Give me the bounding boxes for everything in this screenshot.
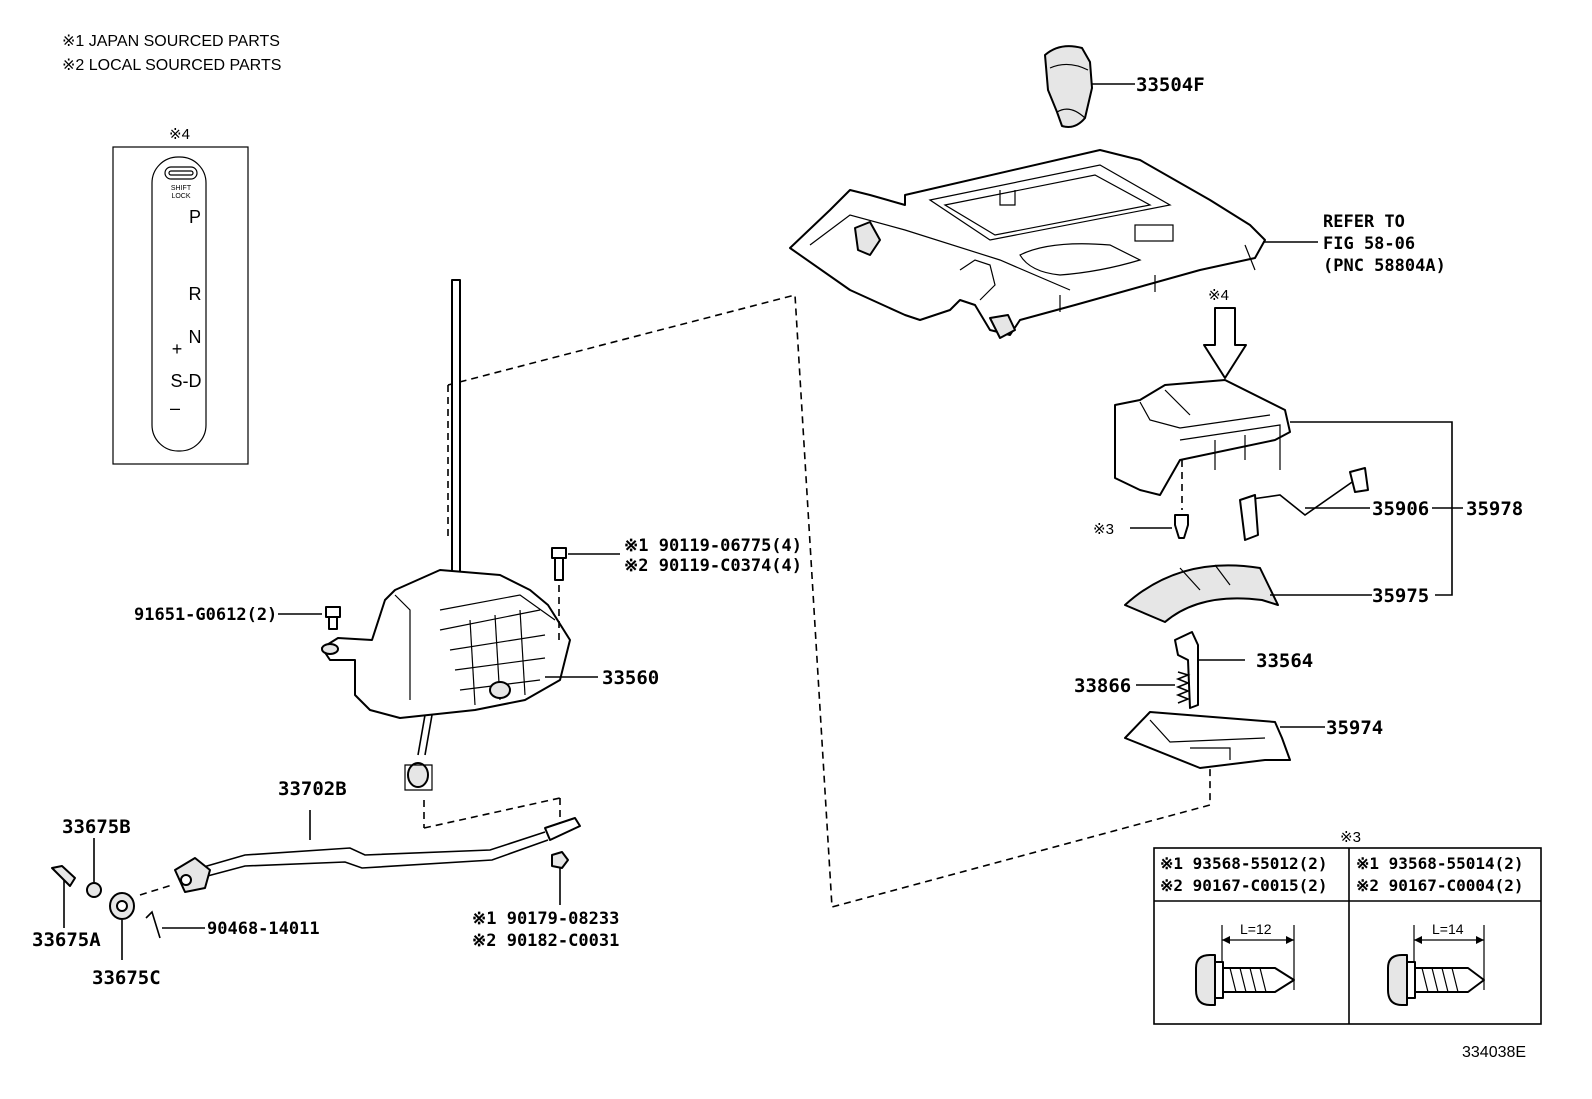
curved-plate: [1124, 564, 1372, 623]
screw-col2-ref1: ※1 93568-55014(2): [1356, 854, 1524, 873]
screw-length-l14: L=14: [1432, 921, 1464, 937]
figure-id: 334038E: [1462, 1044, 1526, 1061]
lever-part: [1174, 631, 1245, 709]
shift-cable: [139, 797, 581, 896]
callout-35978: 35978: [1466, 498, 1523, 520]
callout-35974: 35974: [1326, 717, 1383, 739]
callout-35906: 35906: [1372, 498, 1429, 520]
bolt-left: [278, 606, 341, 630]
callout-33702b: 33702B: [278, 778, 347, 800]
shift-lock-label-2: LOCK: [171, 193, 190, 200]
screw-ref-mark: ※3: [1093, 521, 1114, 538]
base-part: [1124, 711, 1325, 769]
gear-sd: S-D: [171, 371, 202, 391]
refer-line-3: (PNC 58804A): [1323, 256, 1446, 276]
clip-33675a: [51, 865, 76, 928]
gear-p: P: [189, 207, 201, 227]
refer-line-2: FIG 58-06: [1323, 234, 1415, 254]
gear-n: N: [189, 327, 202, 347]
clip-33675b: [86, 838, 102, 898]
plus-symbol: +: [172, 339, 183, 359]
minus-symbol: –: [170, 398, 180, 418]
callout-33560: 33560: [602, 667, 659, 689]
screw-table: ※3 ※1 93568-55012(2) ※2 90167-C0015(2) ※…: [1153, 829, 1542, 1025]
screw-part: [1130, 514, 1189, 539]
callout-33504f: 33504F: [1136, 74, 1205, 96]
console-panel: [789, 149, 1266, 339]
nut-ref-2: ※2 90182-C0031: [472, 931, 619, 951]
shift-knob: [1044, 45, 1135, 128]
screw-drawing-l14: L=14: [1387, 921, 1485, 1006]
down-arrow-icon: [1203, 307, 1247, 379]
indicator-ref-mark: ※4: [169, 126, 190, 143]
note-japan-sourced: ※1 JAPAN SOURCED PARTS: [62, 33, 280, 50]
note-local-sourced: ※2 LOCAL SOURCED PARTS: [62, 57, 281, 74]
pin-ref: 90468-14011: [207, 919, 320, 939]
screw-table-mark: ※3: [1340, 829, 1361, 846]
callout-33866: 33866: [1074, 675, 1131, 697]
callout-33675b: 33675B: [62, 816, 131, 838]
callout-33675c: 33675C: [92, 967, 161, 989]
nut-ref-1: ※1 90179-08233: [472, 909, 619, 929]
bolt-top-ref-2: ※2 90119-C0374(4): [624, 556, 802, 576]
callout-33675a: 33675A: [32, 929, 101, 951]
gear-r: R: [189, 284, 202, 304]
screw-col1-ref1: ※1 93568-55012(2): [1160, 854, 1328, 873]
bolt-top: [551, 547, 620, 581]
bolt-left-ref: 91651-G0612(2): [134, 605, 277, 625]
nut-part: [551, 851, 569, 905]
bolt-top-ref-1: ※1 90119-06775(4): [624, 536, 802, 556]
shift-lock-label-1: SHIFT: [171, 185, 192, 192]
pin-part: [145, 910, 205, 939]
arrow-ref-mark: ※4: [1208, 287, 1229, 304]
shift-lever-assembly: [321, 279, 598, 791]
spring-part: [1136, 671, 1191, 704]
callout-33564: 33564: [1256, 650, 1313, 672]
refer-line-1: REFER TO: [1323, 212, 1405, 232]
callout-35975: 35975: [1372, 585, 1429, 607]
screw-length-l12: L=12: [1240, 921, 1272, 937]
indicator-housing: [1114, 379, 1291, 496]
bushing-33675c: [109, 892, 135, 960]
shift-indicator-panel: ※4 SHIFT LOCK P R N + S-D –: [112, 126, 249, 465]
screw-col2-ref2: ※2 90167-C0004(2): [1356, 876, 1524, 895]
switch-part: [1239, 467, 1370, 541]
screw-drawing-l12: L=12: [1195, 921, 1295, 1006]
screw-col1-ref2: ※2 90167-C0015(2): [1160, 876, 1328, 895]
